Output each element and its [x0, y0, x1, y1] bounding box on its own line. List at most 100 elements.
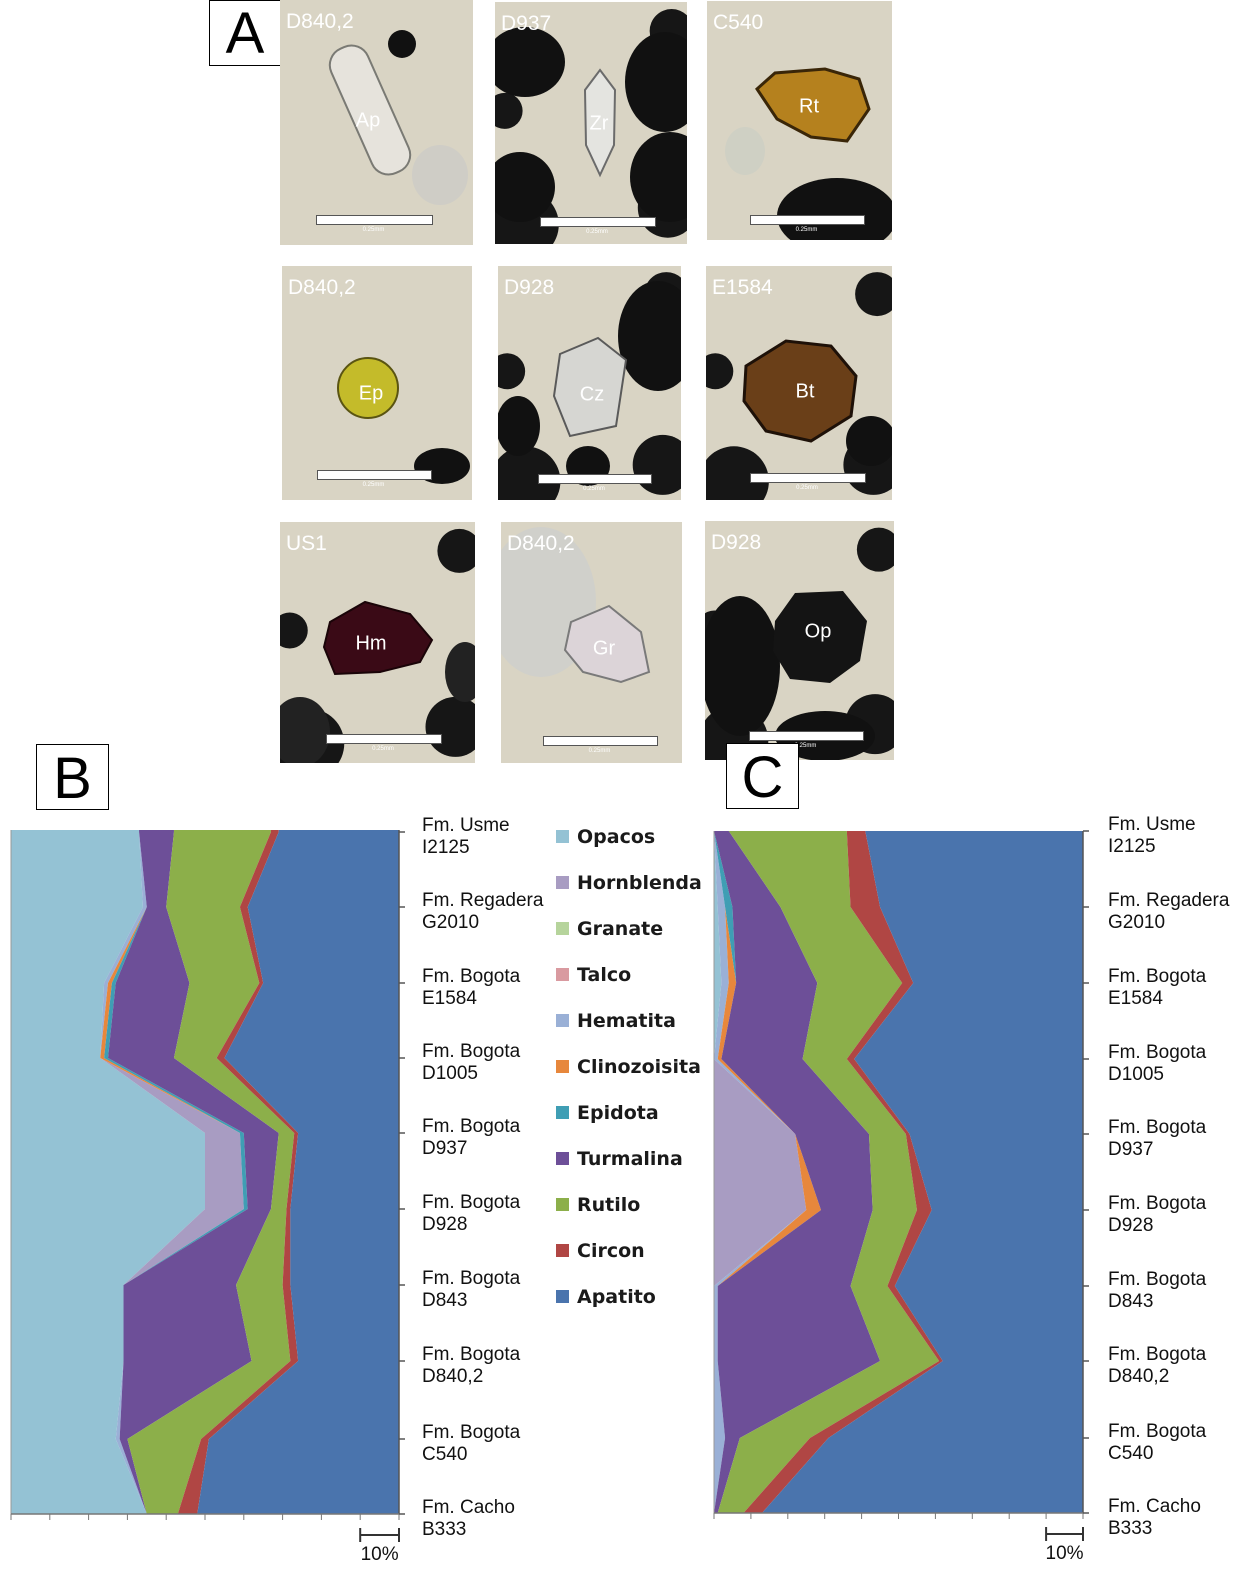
area-turmalina	[714, 831, 881, 1513]
legend-item-clinozoisita: Clinozoisita	[553, 1056, 753, 1078]
photo-grain-drawing	[705, 527, 894, 760]
photo-sample-id: D840,2	[286, 10, 354, 33]
scale-bar-label: 0.25mm	[583, 486, 605, 492]
sample-id-label: D1005	[1108, 1064, 1164, 1085]
photo-grain-drawing	[501, 527, 651, 684]
legend-label: Turmalina	[577, 1148, 683, 1170]
sample-id-label: D937	[422, 1138, 467, 1159]
legend-label: Rutilo	[577, 1194, 641, 1216]
legend-label: Epidota	[577, 1102, 659, 1124]
scale-bar	[750, 215, 865, 225]
scale-bar	[538, 474, 652, 484]
area-apatito	[761, 831, 1083, 1513]
legend-label: Circon	[577, 1240, 645, 1262]
sample-formation-label: Fm. Cacho	[422, 1497, 515, 1518]
scale-bar	[316, 215, 433, 225]
scale-bar-label: 0.25mm	[796, 485, 818, 491]
panel-b-label: B	[36, 744, 109, 811]
legend-item-epidota: Epidota	[553, 1102, 753, 1124]
sample-formation-label: Fm. Bogota	[422, 1116, 521, 1137]
photo-mineral-label: Ep	[358, 382, 384, 405]
photo-mineral-label: Gr	[592, 637, 616, 660]
scale-bar	[749, 731, 864, 741]
photo-mineral-label: Zr	[589, 112, 609, 135]
sample-formation-label: Fm. Usme	[422, 815, 510, 836]
photo-sample-id: D928	[504, 276, 555, 299]
scale-10pct-label: 10%	[1046, 1543, 1084, 1564]
photo-sample-id: E1584	[712, 276, 773, 299]
legend-label: Granate	[577, 918, 664, 940]
legend-label: Clinozoisita	[577, 1056, 701, 1078]
scale-bar	[540, 217, 656, 227]
sample-id-label: E1584	[422, 988, 477, 1009]
legend-label: Opacos	[577, 826, 656, 848]
photo-mineral-label: Rt	[799, 95, 819, 118]
scale-bar	[543, 736, 658, 746]
scale-bar-label: 0.25mm	[586, 229, 608, 235]
legend-swatch	[556, 830, 569, 843]
panel-a-label: A	[209, 0, 281, 66]
photo-mineral-label: Bt	[795, 380, 815, 403]
legend-label: Talco	[577, 964, 632, 986]
sample-formation-label: Fm. Bogota	[1108, 1269, 1207, 1290]
sample-id-label: I2125	[1108, 836, 1156, 857]
legend-swatch	[556, 1290, 569, 1303]
sample-formation-label: Fm. Bogota	[1108, 1193, 1207, 1214]
scale-bar	[750, 473, 866, 483]
legend-swatch	[556, 1014, 569, 1027]
sample-id-label: G2010	[422, 912, 479, 933]
photo-grain-drawing	[280, 528, 475, 763]
legend-swatch	[556, 1198, 569, 1211]
legend-swatch	[556, 1060, 569, 1073]
photo-sample-id: D840,2	[507, 532, 575, 555]
scale-bar	[317, 470, 432, 480]
sample-formation-label: Fm. Bogota	[422, 1041, 521, 1062]
photo-grain-drawing	[725, 67, 892, 240]
legend-swatch	[556, 1106, 569, 1119]
photo-mineral-label: Hm	[355, 632, 387, 655]
area-hornblenda	[100, 830, 244, 1514]
scale-bar-label: 0.25mm	[372, 746, 394, 752]
legend-swatch	[556, 922, 569, 935]
photo-sample-id: D937	[501, 12, 552, 35]
legend-label: Hornblenda	[577, 872, 702, 894]
legend-item-opacos: Opacos	[553, 826, 753, 848]
legend-swatch	[556, 968, 569, 981]
sample-formation-label: Fm. Regadera	[422, 890, 544, 911]
sample-id-label: B333	[1108, 1518, 1152, 1539]
sample-formation-label: Fm. Bogota	[422, 966, 521, 987]
sample-id-label: D843	[422, 1290, 467, 1311]
area-epidota	[714, 831, 822, 1513]
photo-grain-drawing	[495, 9, 687, 244]
photo-sample-id: D840,2	[288, 276, 356, 299]
sample-id-label: E1584	[1108, 988, 1163, 1009]
legend-item-turmalina: Turmalina	[553, 1148, 753, 1170]
sample-id-label: D1005	[422, 1063, 478, 1084]
photo-mineral-label: Op	[804, 620, 832, 643]
sample-formation-label: Fm. Bogota	[422, 1192, 521, 1213]
sample-id-label: I2125	[422, 837, 470, 858]
sample-id-label: G2010	[1108, 912, 1165, 933]
legend-item-apatito: Apatito	[553, 1286, 753, 1308]
sample-formation-label: Fm. Bogota	[1108, 1042, 1207, 1063]
scale-bar-label: 0.25mm	[588, 748, 611, 754]
legend-swatch	[556, 1244, 569, 1257]
scale-bar-label: 0.25mm	[794, 743, 817, 749]
photo-sample-id: US1	[286, 532, 327, 555]
area-opacos	[11, 830, 205, 1514]
sample-id-label: D928	[422, 1214, 467, 1235]
legend-item-rutilo: Rutilo	[553, 1194, 753, 1216]
photo-grain-drawing	[328, 30, 468, 205]
legend-swatch	[556, 1152, 569, 1165]
scale-bar	[326, 734, 442, 744]
sample-formation-label: Fm. Bogota	[422, 1422, 521, 1443]
scale-bar-label: 0.25mm	[362, 227, 385, 233]
sample-id-label: D937	[1108, 1139, 1153, 1160]
